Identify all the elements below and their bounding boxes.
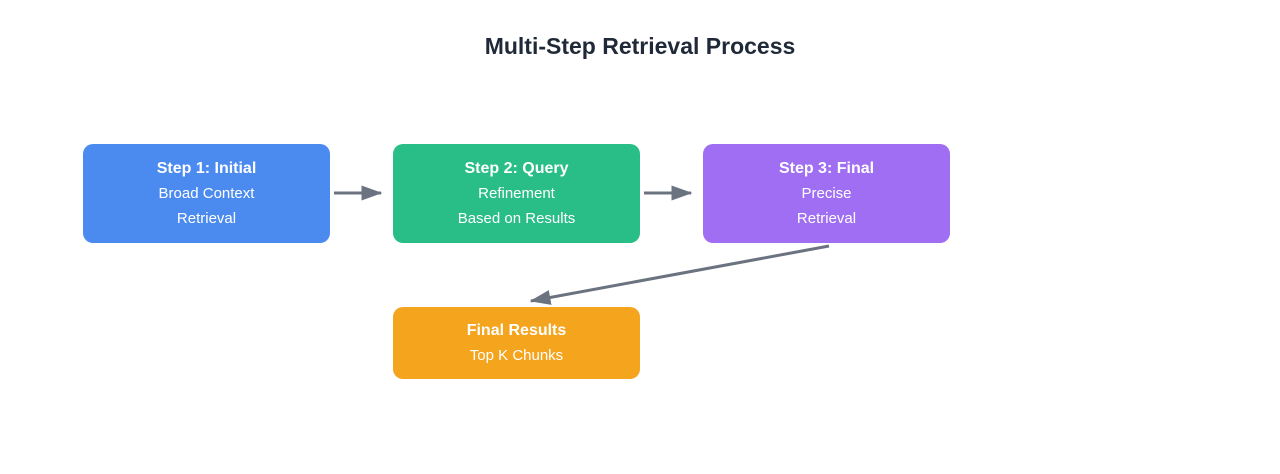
arrow-step3-final-icon: [529, 244, 830, 305]
node-step2-line1: Refinement: [478, 185, 555, 202]
node-final-results-title: Final Results: [466, 322, 567, 339]
node-step3: Step 3: Final Precise Retrieval: [703, 144, 950, 243]
diagram-title: Multi-Step Retrieval Process: [484, 33, 796, 59]
node-step3-line1: Precise: [801, 185, 852, 202]
node-final-results: Final Results Top K Chunks: [393, 307, 640, 379]
node-step2: Step 2: Query Refinement Based on Result…: [393, 144, 640, 243]
node-step2-line2: Based on Results: [457, 210, 576, 227]
node-step1-title: Step 1: Initial: [156, 160, 257, 177]
node-step1-line2: Retrieval: [176, 210, 237, 227]
node-step3-title: Step 3: Final: [778, 160, 875, 177]
node-step2-title: Step 2: Query: [464, 160, 569, 177]
node-final-results-line1: Top K Chunks: [469, 347, 564, 364]
node-step3-line2: Retrieval: [796, 210, 857, 227]
node-step1-line1: Broad Context: [158, 185, 255, 202]
node-step1: Step 1: Initial Broad Context Retrieval: [83, 144, 330, 243]
